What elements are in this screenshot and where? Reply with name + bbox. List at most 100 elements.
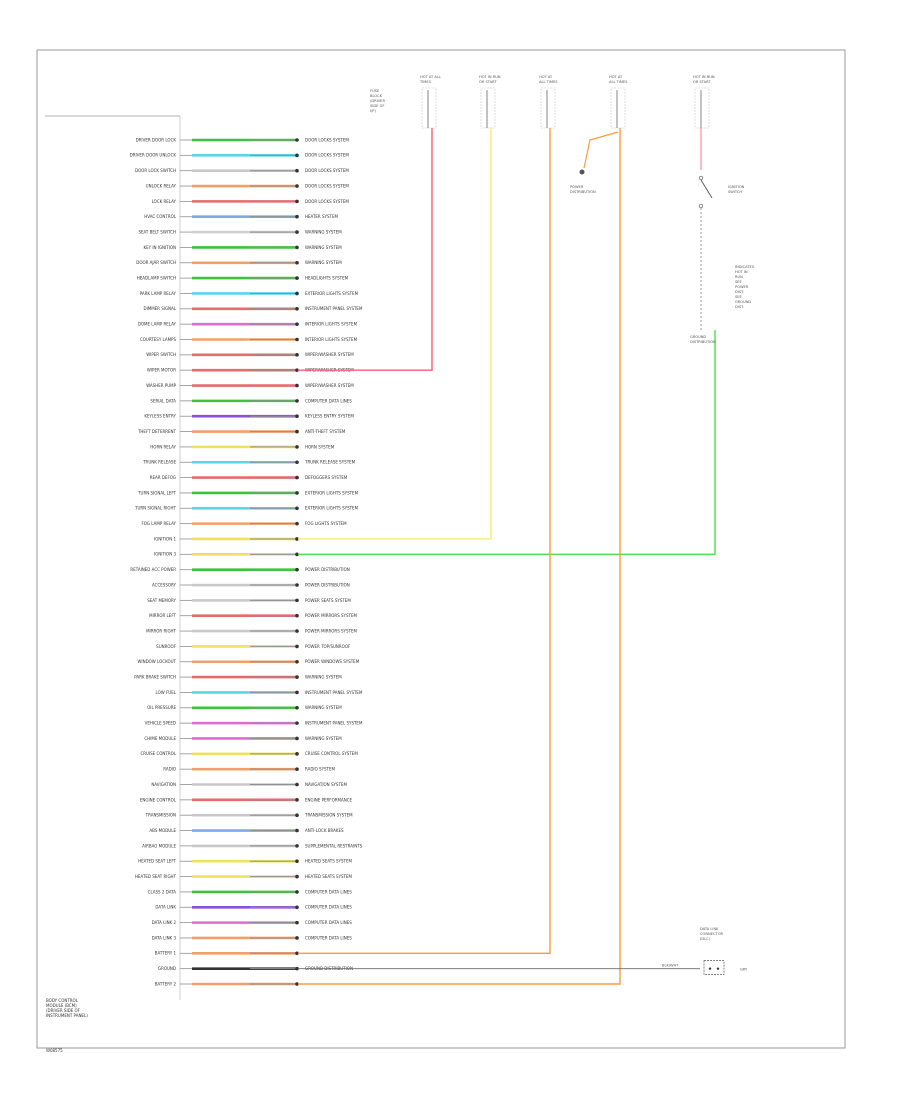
wire-terminal-icon: [295, 721, 299, 725]
row-label: HEADLAMP SWITCH: [137, 276, 176, 281]
connector-row: NAVIGATION NAVIGATION SYSTEM: [151, 782, 347, 787]
wire-terminal-icon: [295, 951, 299, 956]
wire-terminal-icon: [295, 567, 299, 572]
dlc-outline: [703, 960, 725, 976]
row-destination: HEATED SEATS SYSTEM: [305, 874, 353, 879]
row-label: SEAT BELT SWITCH: [138, 229, 176, 234]
right-note-line: POWER: [735, 285, 749, 289]
fuse-block-title: HOT AT: [539, 75, 553, 79]
connector-row: IGNITION 1: [154, 536, 299, 541]
row-label: NAVIGATION: [151, 782, 176, 787]
wire-terminal-icon: [295, 874, 299, 879]
power-feed-wires: BLK/WHT: [298, 128, 716, 985]
switch-label-line: IGNITION: [728, 185, 745, 189]
row-label: GROUND: [158, 966, 176, 971]
fuse-block-title: OR START: [693, 80, 711, 84]
fuse-note-line: SIDE OF: [370, 104, 384, 108]
right-note-line: INDICATES: [735, 265, 755, 269]
ground-label-line: GROUND: [690, 335, 706, 339]
fuse-block-outline: [694, 87, 710, 129]
row-label: KEYLESS ENTRY: [144, 414, 176, 419]
wire-terminal-icon: [295, 583, 299, 587]
row-label: TRANSMISSION: [145, 813, 176, 818]
fuse-block-outline: [421, 87, 437, 129]
row-label: HORN RELAY: [150, 444, 176, 449]
row-label: REAR DEFOG: [150, 475, 176, 480]
fuse-block-outline: [540, 87, 556, 129]
row-label: THEFT DETERRENT: [137, 429, 177, 434]
wire-terminal-icon: [295, 475, 299, 480]
wire-terminal-icon: [295, 844, 299, 848]
fuse-note-line: I/P): [370, 109, 376, 113]
row-destination: NAVIGATION SYSTEM: [305, 782, 347, 787]
row-destination: ENGINE PERFORMANCE: [305, 797, 353, 802]
wire-terminal-icon: [295, 828, 299, 833]
row-destination: HEATED SEATS SYSTEM: [305, 859, 353, 864]
wire-terminal-icon: [295, 798, 299, 802]
row-label: HEATED SEAT RIGHT: [135, 874, 177, 879]
wire-terminal-icon: [295, 629, 299, 633]
wire-terminal-icon: [295, 859, 299, 864]
row-destination: EXTERIOR LIGHTS SYSTEM: [305, 291, 359, 296]
fuse-block-outline: [480, 87, 496, 129]
fuse-block-title: HOT IN RUN: [479, 75, 501, 79]
row-label: DATA LINK 3: [152, 935, 177, 940]
row-label: TRUNK RELEASE: [142, 460, 176, 465]
connector-row: HEATED SEAT RIGHT HEATED SEATS SYSTEM: [135, 874, 353, 879]
row-destination: POWER WINDOWS SYSTEM: [305, 659, 360, 664]
wire-terminal-icon: [295, 199, 299, 204]
green-feed-wire: [298, 330, 716, 556]
wire-terminal-icon: [295, 890, 299, 894]
wire-terminal-icon: [295, 736, 299, 741]
row-destination: COMPUTER DATA LINES: [305, 920, 352, 925]
wire-terminal-icon: [295, 322, 299, 326]
orange-feed-wire-1: [298, 128, 551, 955]
right-note-line: GROUND: [735, 300, 751, 304]
row-label: MIRROR LEFT: [149, 613, 176, 618]
wire-terminal-icon: [295, 982, 299, 986]
dlc-label-line: (DLC): [700, 937, 711, 941]
row-destination: SUPPLEMENTAL RESTRAINTS: [305, 843, 363, 848]
row-label: DOOR AJAR SWITCH: [136, 260, 176, 265]
right-note-line: DIST.: [735, 305, 744, 309]
switch-label-line: SWITCH: [728, 190, 742, 194]
row-destination: ANTI-THEFT SYSTEM: [305, 429, 346, 434]
module-label-line: BODY CONTROL: [46, 998, 79, 1003]
connector-row: THEFT DETERRENT ANTI-THEFT SYSTEM: [137, 429, 346, 434]
fuse-block-title: HOT AT ALL: [420, 75, 441, 79]
row-label: CLASS 2 DATA: [148, 889, 177, 894]
wire-terminal-icon: [295, 184, 299, 188]
row-destination: WARNING SYSTEM: [305, 674, 342, 679]
row-label: TURN SIGNAL LEFT: [137, 490, 176, 495]
row-label: VEHICLE SPEED: [145, 721, 176, 726]
wire-terminal-icon: [295, 337, 299, 342]
row-label: KEY IN IGNITION: [143, 245, 176, 250]
row-destination: INSTRUMENT PANEL SYSTEM: [305, 690, 363, 695]
wire-terminal-icon: [295, 644, 299, 649]
module-label-line: (DRIVER SIDE OF: [46, 1008, 81, 1013]
wire-terminal-icon: [295, 153, 299, 158]
